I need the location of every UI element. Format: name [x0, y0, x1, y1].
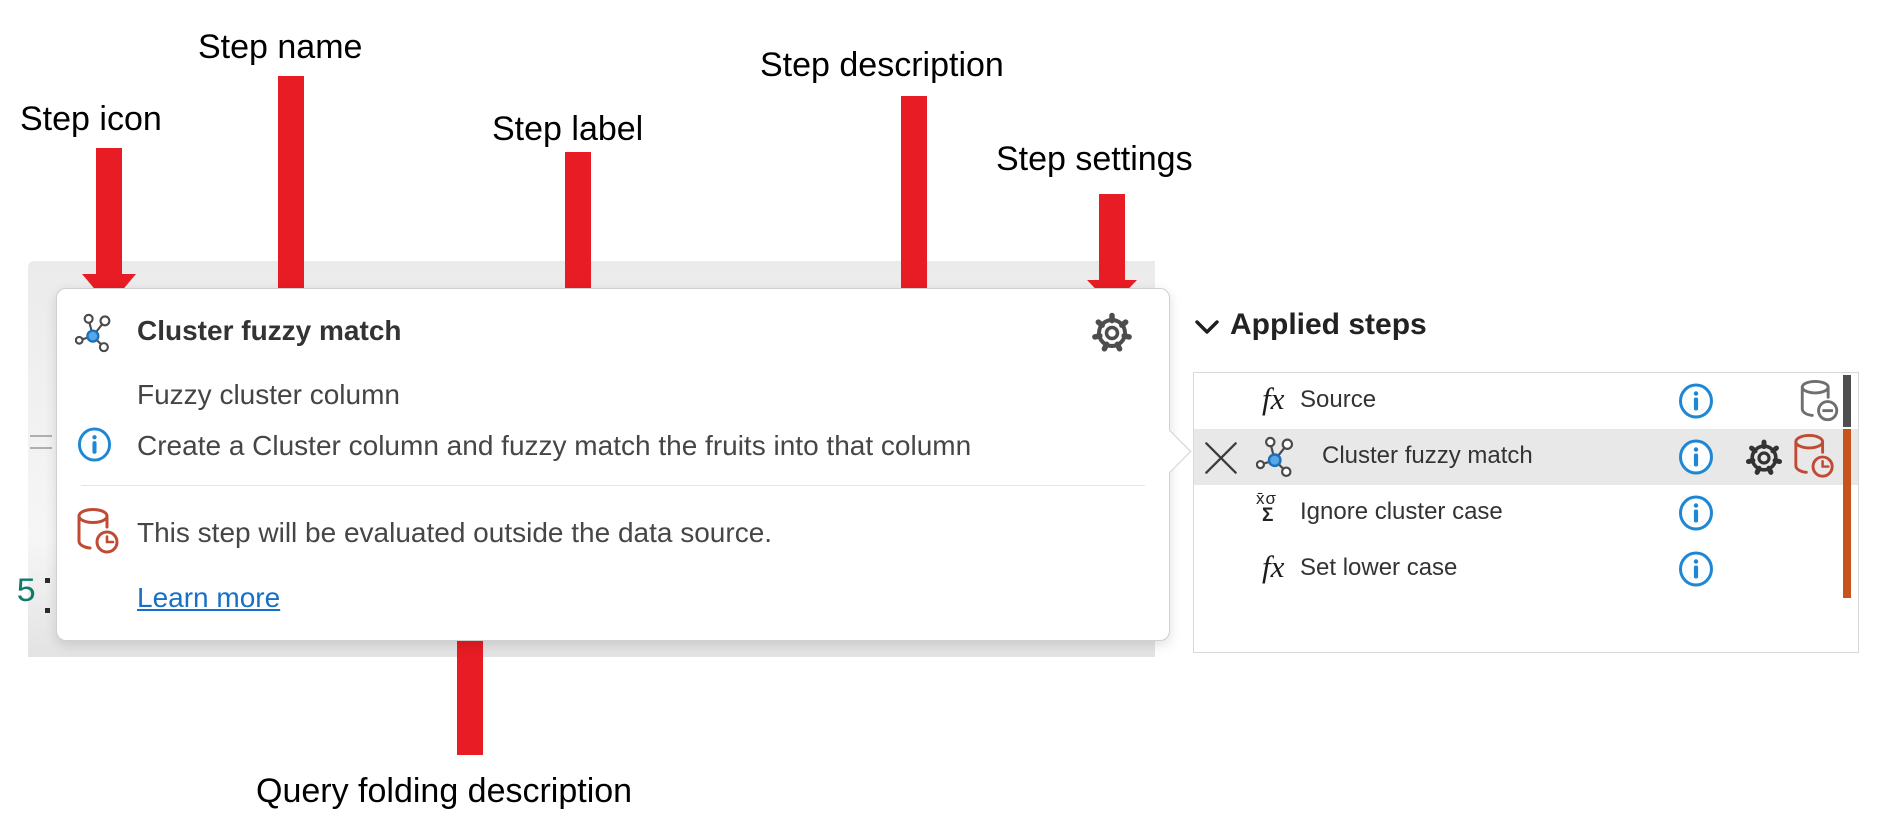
annotation-step-settings: Step settings — [996, 140, 1193, 178]
step-row-label: Cluster fuzzy match — [1322, 442, 1533, 469]
database-clock-icon[interactable] — [1792, 433, 1836, 481]
arrow-step-icon — [96, 148, 122, 274]
editor-bracket-fragment — [45, 608, 50, 613]
step-row-ignore-cluster-case[interactable]: x̄σ Σ Ignore cluster case — [1194, 485, 1858, 541]
annotation-query-folding-description: Query folding description — [256, 772, 633, 810]
arrow-step-name — [278, 76, 304, 288]
info-icon[interactable] — [1678, 383, 1714, 419]
folding-status-bar — [1843, 429, 1851, 598]
tooltip-divider — [81, 485, 1145, 486]
step-row-label: Set lower case — [1300, 554, 1458, 581]
database-clock-icon — [77, 508, 119, 554]
step-tooltip-card: Cluster fuzzy match Fuzzy cluster column… — [56, 288, 1170, 641]
annotation-step-label: Step label — [492, 110, 644, 148]
editor-gutter-mark — [30, 435, 52, 437]
info-icon — [77, 427, 112, 462]
delete-step-icon[interactable] — [1200, 437, 1242, 479]
info-icon[interactable] — [1678, 439, 1714, 475]
editor-bracket-fragment — [45, 578, 50, 583]
chevron-down-icon[interactable] — [1195, 320, 1219, 335]
annotation-step-description: Step description — [760, 46, 1004, 84]
applied-steps-list: fx Source — [1193, 372, 1859, 653]
applied-steps-header[interactable]: Applied steps — [1230, 308, 1427, 341]
editor-gutter-mark — [30, 447, 52, 449]
info-icon[interactable] — [1678, 495, 1714, 531]
database-minus-icon[interactable] — [1798, 379, 1842, 425]
learn-more-link[interactable]: Learn more — [137, 582, 281, 613]
folding-status-bar — [1843, 375, 1851, 427]
step-row-label: Source — [1300, 386, 1377, 413]
info-icon[interactable] — [1678, 551, 1714, 587]
fx-icon: fx — [1262, 549, 1285, 584]
statistics-icon: x̄σ Σ — [1256, 489, 1277, 526]
step-row-source[interactable]: fx Source — [1194, 373, 1858, 429]
annotation-step-name: Step name — [198, 28, 363, 66]
editor-line-number: 5 — [16, 574, 37, 612]
step-settings-gear-icon[interactable] — [1090, 311, 1134, 355]
step-description-text: Create a Cluster column and fuzzy match … — [137, 430, 972, 461]
annotation-step-icon: Step icon — [20, 100, 162, 138]
step-name-text: Cluster fuzzy match — [137, 315, 402, 346]
cluster-icon — [1256, 436, 1294, 478]
step-row-set-lower-case[interactable]: fx Set lower case — [1194, 541, 1858, 597]
step-row-label: Ignore cluster case — [1300, 498, 1503, 525]
step-settings-gear-icon[interactable] — [1744, 438, 1784, 478]
step-row-cluster-fuzzy-match[interactable]: Cluster fuzzy match — [1194, 429, 1858, 485]
step-label-text: Fuzzy cluster column — [137, 379, 400, 410]
query-folding-text: This step will be evaluated outside the … — [137, 517, 773, 548]
cluster-step-icon — [75, 313, 111, 353]
arrow-step-settings — [1099, 194, 1125, 280]
fx-icon: fx — [1262, 381, 1285, 416]
